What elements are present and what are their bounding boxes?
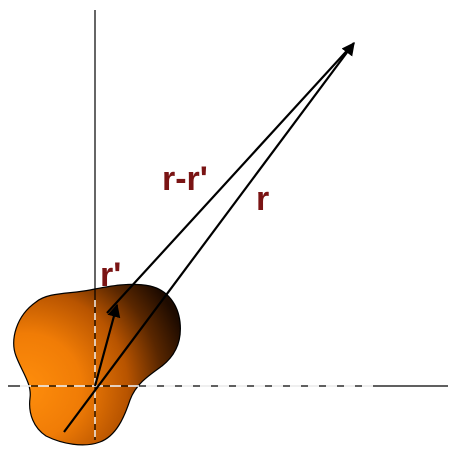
- vector-r: [63, 41, 355, 433]
- vector-r-prime: [93, 303, 121, 387]
- label-r-minus-r-prime: r-r': [162, 160, 208, 198]
- label-r-prime: r': [100, 256, 121, 294]
- vector-r-minus-r-prime: [106, 42, 355, 314]
- label-r: r: [256, 180, 269, 218]
